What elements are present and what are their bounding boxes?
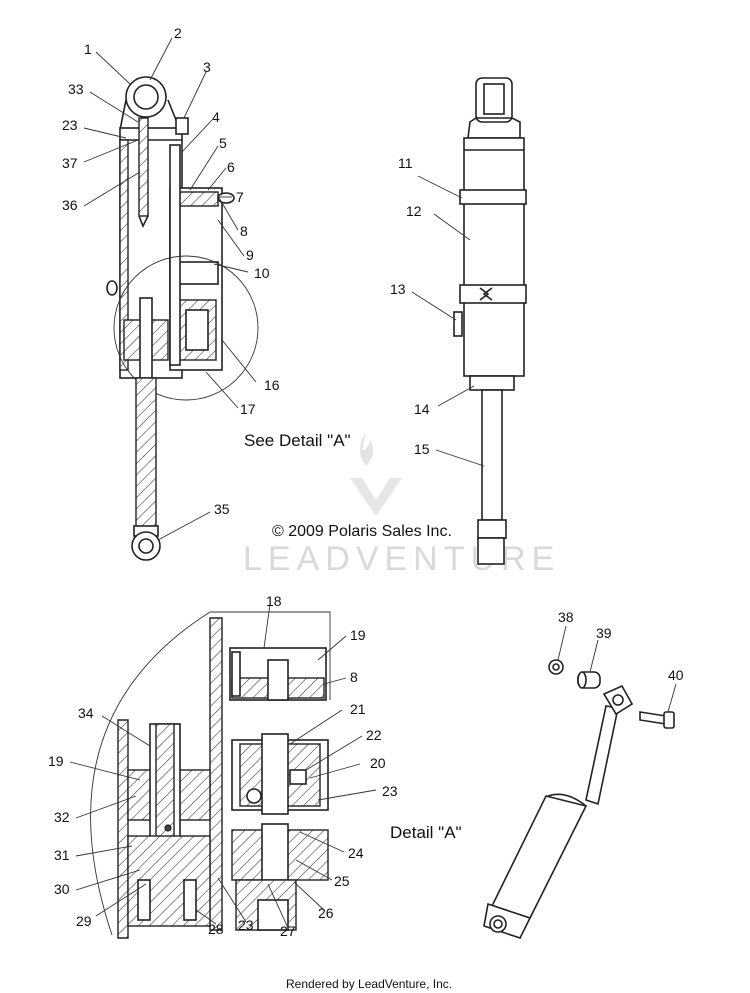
footer-text: Rendered by LeadVenture, Inc. [286, 977, 452, 991]
callout-18: 18 [266, 593, 282, 609]
callout-33: 33 [68, 81, 84, 97]
callout-2: 2 [174, 25, 182, 41]
callout-26: 26 [318, 905, 334, 921]
detail-caption: Detail "A" [390, 823, 462, 842]
copyright-text: © 2009 Polaris Sales Inc. [272, 523, 452, 540]
watermark-text: LEADVENTURE [243, 540, 560, 578]
callout-11: 11 [398, 155, 413, 171]
callout-23-lower: 23 [238, 917, 254, 933]
callout-5: 5 [219, 135, 227, 151]
callout-17: 17 [240, 401, 256, 417]
callout-labels: 1 2 3 33 4 23 5 6 37 7 36 8 9 10 16 17 3… [48, 25, 684, 939]
callout-31: 31 [54, 847, 70, 863]
detail-a-view [90, 611, 331, 939]
callout-3: 3 [203, 59, 211, 75]
leader-lines-right [411, 175, 485, 467]
callout-8: 8 [240, 223, 248, 239]
callout-16: 16 [264, 377, 280, 393]
watermark-logo [350, 432, 402, 516]
callout-19: 19 [350, 627, 366, 643]
callout-23: 23 [62, 117, 78, 133]
callout-12: 12 [406, 203, 422, 219]
callout-19-detail: 19 [48, 753, 64, 769]
callout-39: 39 [596, 625, 612, 641]
callout-30: 30 [54, 881, 70, 897]
callout-1: 1 [84, 41, 92, 57]
callout-21: 21 [350, 701, 366, 717]
callout-38: 38 [558, 609, 574, 625]
callout-8-detail: 8 [350, 669, 358, 685]
callout-34: 34 [78, 705, 94, 721]
callout-29: 29 [76, 913, 92, 929]
callout-22: 22 [366, 727, 382, 743]
callout-23-detail: 23 [382, 783, 398, 799]
callout-15: 15 [414, 441, 430, 457]
leader-lines-detail [69, 603, 377, 929]
callout-24: 24 [348, 845, 364, 861]
callout-4: 4 [212, 109, 220, 125]
callout-32: 32 [54, 809, 70, 825]
leader-lines-left [83, 37, 257, 541]
callout-25: 25 [334, 873, 350, 889]
see-detail-caption: See Detail "A" [244, 431, 351, 450]
callout-40: 40 [668, 667, 684, 683]
leader-lines-small [557, 625, 677, 713]
callout-13: 13 [390, 281, 406, 297]
callout-9: 9 [246, 247, 254, 263]
callout-35: 35 [214, 501, 230, 517]
callout-10: 10 [254, 265, 270, 281]
callout-27: 27 [280, 923, 296, 939]
callout-28: 28 [208, 921, 224, 937]
callout-14: 14 [414, 401, 430, 417]
shock-exterior-view [453, 77, 527, 565]
callout-7: 7 [236, 189, 244, 205]
callout-36: 36 [62, 197, 78, 213]
callout-6: 6 [227, 159, 235, 175]
callout-20: 20 [370, 755, 386, 771]
small-shock-view [483, 659, 675, 939]
shock-cutaway-view [106, 76, 259, 561]
callout-37: 37 [62, 155, 78, 171]
